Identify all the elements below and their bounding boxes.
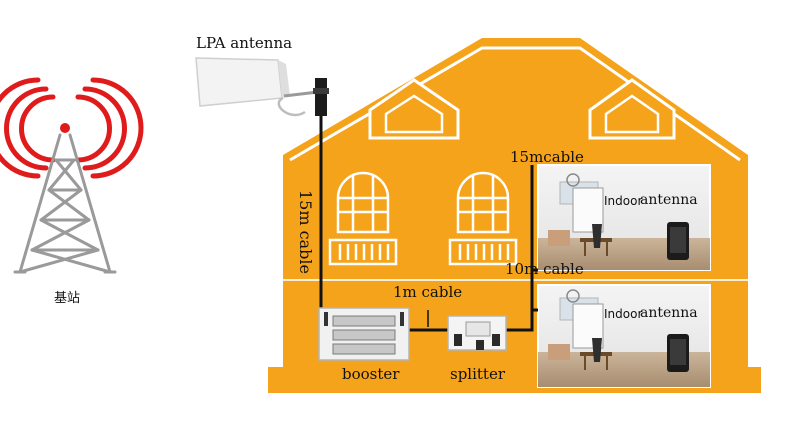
lattice-tower-icon: [13, 133, 117, 274]
booster-label: booster: [342, 365, 400, 383]
lpa-antenna-label: LPA antenna: [196, 34, 293, 52]
splitter-label: splitter: [450, 365, 505, 383]
signal-waves-icon: [0, 77, 144, 179]
cable-15m-top-label: 15mcable: [510, 148, 584, 166]
cable-15m-vertical-label: 15m cable: [296, 190, 315, 274]
lpa-antenna-icon: [195, 57, 319, 117]
cable-1m-label: 1m cable: [393, 283, 463, 301]
booster-device-icon: [318, 307, 410, 361]
room-lower: [537, 284, 711, 388]
indoor-antenna-lower-label-b: antenna: [640, 305, 698, 321]
arched-window-right-icon: [448, 171, 518, 266]
dormer-window-left-icon: [368, 78, 460, 140]
antenna-mast-icon: [313, 78, 329, 116]
indoor-antenna-upper-label-a: Indoor: [604, 194, 643, 208]
room-upper: [537, 164, 711, 271]
base-station-tower: [0, 77, 144, 274]
indoor-antenna-upper-label-b: antenna: [640, 192, 698, 208]
cable-10m-label: 10m cable: [505, 260, 584, 278]
indoor-panel-antenna-lower-icon: [572, 303, 604, 349]
indoor-panel-antenna-upper-icon: [572, 187, 604, 233]
dormer-window-right-icon: [588, 78, 676, 140]
house-chimney: [503, 130, 537, 160]
indoor-antenna-lower-label-a: Indoor: [604, 307, 643, 321]
splitter-device-icon: [447, 315, 507, 351]
tower-top-icon: [60, 123, 70, 133]
base-station-label: 基站: [54, 291, 81, 306]
cable-runs: [319, 116, 538, 332]
arched-window-left-icon: [328, 171, 398, 266]
cable-to-upper-room: [505, 165, 534, 332]
